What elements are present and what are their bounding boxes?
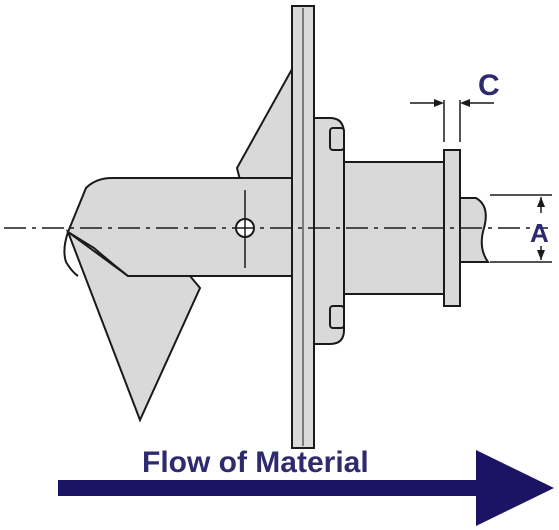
- dimension-a: [490, 194, 552, 263]
- shaft-break-line: [63, 231, 79, 277]
- flow-arrow: [58, 450, 554, 526]
- upper-paddle-blade: [235, 58, 297, 181]
- dimension-a-label: A: [530, 218, 549, 248]
- drive-shaft-end: [459, 197, 490, 263]
- flange-bolt-top: [329, 127, 345, 151]
- dimension-c-label: C: [478, 69, 500, 102]
- bearing-flange: [313, 117, 345, 345]
- dimension-c: [410, 99, 494, 142]
- flow-of-material-label: Flow of Material: [142, 446, 369, 479]
- flange-bolt-bottom: [329, 305, 345, 329]
